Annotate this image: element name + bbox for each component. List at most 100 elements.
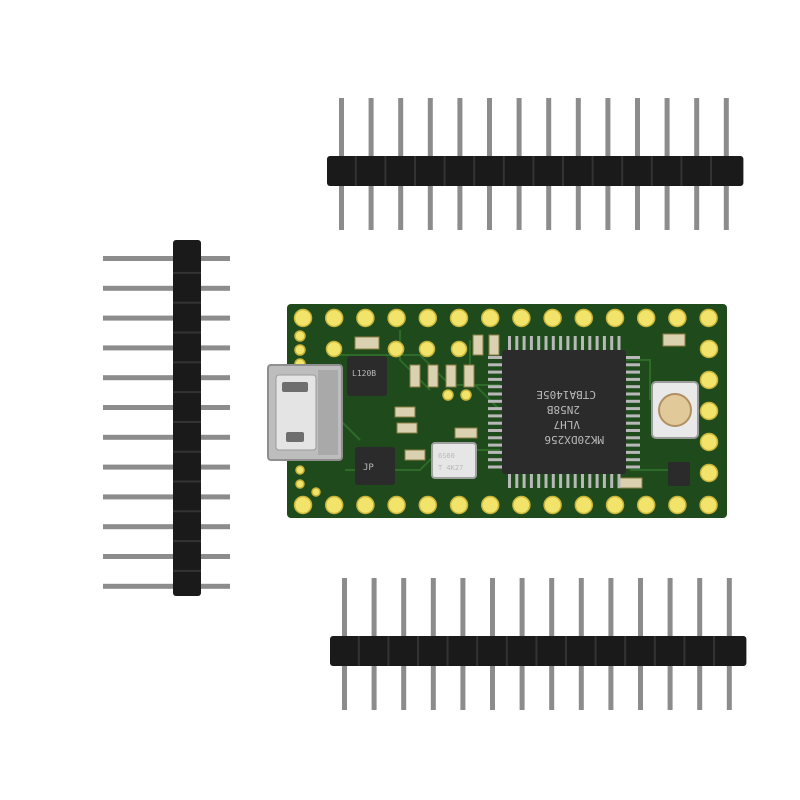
bottom-header-divider bbox=[417, 636, 419, 666]
pad bbox=[699, 339, 719, 359]
left-header-pin bbox=[103, 434, 230, 440]
mcu-pin bbox=[624, 443, 640, 447]
mcu-marking-line-4: CTBA1405E bbox=[536, 388, 596, 401]
mcu-pin bbox=[488, 421, 504, 425]
mcu-pin bbox=[610, 336, 614, 352]
mcu-pin bbox=[624, 465, 640, 469]
mcu-pin bbox=[624, 429, 640, 432]
left-header-pin bbox=[103, 583, 230, 589]
pad bbox=[418, 308, 438, 328]
mcu-pin bbox=[551, 472, 555, 488]
mcu-pin bbox=[624, 392, 640, 396]
pad bbox=[699, 495, 718, 515]
mcu-pin bbox=[537, 472, 541, 488]
mcu-pin bbox=[488, 356, 504, 359]
bottom-header-divider bbox=[476, 636, 479, 666]
mcu-pin bbox=[624, 407, 640, 411]
left-header-divider bbox=[173, 301, 201, 304]
top-header-divider bbox=[562, 156, 564, 186]
mcu-pin bbox=[588, 472, 592, 488]
pad bbox=[311, 487, 321, 497]
mcu-pin bbox=[624, 436, 640, 440]
mcu-pin bbox=[581, 336, 584, 352]
pad bbox=[543, 308, 562, 328]
pad bbox=[449, 308, 469, 328]
pad bbox=[605, 495, 625, 515]
top-header-divider bbox=[680, 156, 683, 186]
mcu-pin bbox=[624, 385, 640, 389]
pad bbox=[512, 495, 531, 515]
pad bbox=[480, 308, 500, 328]
pad bbox=[636, 308, 656, 328]
left-header-divider bbox=[173, 510, 201, 513]
crystal-oscillator: 6S60 T 4K27 bbox=[431, 442, 477, 479]
mcu-pin bbox=[488, 407, 504, 411]
left-header-pin bbox=[103, 464, 230, 470]
pad bbox=[543, 495, 562, 515]
left-header-pin bbox=[103, 554, 230, 559]
mcu-pin bbox=[488, 450, 504, 454]
mcu-pin bbox=[508, 336, 511, 352]
mcu-pin bbox=[508, 472, 511, 488]
mcu-pin bbox=[610, 472, 614, 488]
mcu-pin bbox=[624, 356, 640, 359]
mcu-pins bbox=[488, 336, 640, 488]
top-header-divider bbox=[384, 156, 387, 186]
pad bbox=[605, 308, 625, 328]
pad bbox=[668, 308, 687, 328]
pad bbox=[418, 340, 436, 358]
pad bbox=[293, 308, 313, 328]
mcu-pin bbox=[588, 336, 592, 352]
mcu-pin bbox=[559, 472, 563, 488]
top-header-divider bbox=[414, 156, 416, 186]
mcu-pin bbox=[515, 336, 519, 352]
small-ic: JP bbox=[355, 447, 395, 485]
top-header-divider bbox=[502, 156, 505, 186]
left-header-pin bbox=[103, 494, 230, 500]
left-header-pin bbox=[103, 375, 230, 381]
pad bbox=[293, 495, 313, 515]
mcu-pin bbox=[488, 458, 504, 462]
pad bbox=[636, 495, 656, 515]
pad bbox=[480, 495, 500, 515]
pad bbox=[324, 308, 344, 328]
pad bbox=[356, 495, 375, 515]
top-header-housing bbox=[327, 156, 744, 186]
mcu-pin bbox=[595, 336, 599, 352]
pad bbox=[295, 479, 305, 489]
mcu-chip: MK20DX256 VLH7 2N58B CTBA1405E bbox=[488, 336, 640, 488]
mcu-pin bbox=[624, 450, 640, 454]
mcu-pin bbox=[488, 377, 504, 381]
pad bbox=[324, 495, 344, 515]
pad bbox=[699, 308, 718, 328]
mcu-pin bbox=[522, 336, 526, 352]
bottom-header-divider bbox=[624, 636, 627, 666]
pad bbox=[294, 330, 306, 342]
left-header-divider bbox=[173, 450, 201, 453]
through-hole-pads bbox=[293, 308, 719, 515]
top-header-divider bbox=[473, 156, 476, 186]
pad bbox=[387, 340, 405, 358]
top-header-divider bbox=[591, 156, 594, 186]
pad bbox=[450, 340, 468, 358]
regulator-marking: L120B bbox=[352, 369, 376, 378]
pad bbox=[668, 495, 687, 515]
mcu-pin bbox=[595, 472, 599, 488]
mcu-pin bbox=[624, 363, 640, 367]
pad bbox=[387, 495, 406, 515]
left-header-divider bbox=[173, 391, 201, 394]
mcu-pin bbox=[537, 336, 541, 352]
mcu-pin bbox=[573, 472, 577, 488]
mcu-pin bbox=[624, 414, 640, 418]
voltage-regulator-chip: L120B bbox=[347, 356, 387, 396]
bottom-header-divider bbox=[446, 636, 449, 666]
top-header-divider bbox=[650, 156, 653, 186]
mcu-pin bbox=[559, 336, 563, 352]
mcu-pin bbox=[624, 458, 640, 462]
mcu-pin bbox=[488, 465, 504, 469]
pad bbox=[325, 340, 343, 358]
pad bbox=[449, 495, 469, 515]
mcu-pin bbox=[573, 336, 577, 352]
left-header-divider bbox=[173, 361, 201, 364]
left-header-divider bbox=[173, 569, 201, 572]
